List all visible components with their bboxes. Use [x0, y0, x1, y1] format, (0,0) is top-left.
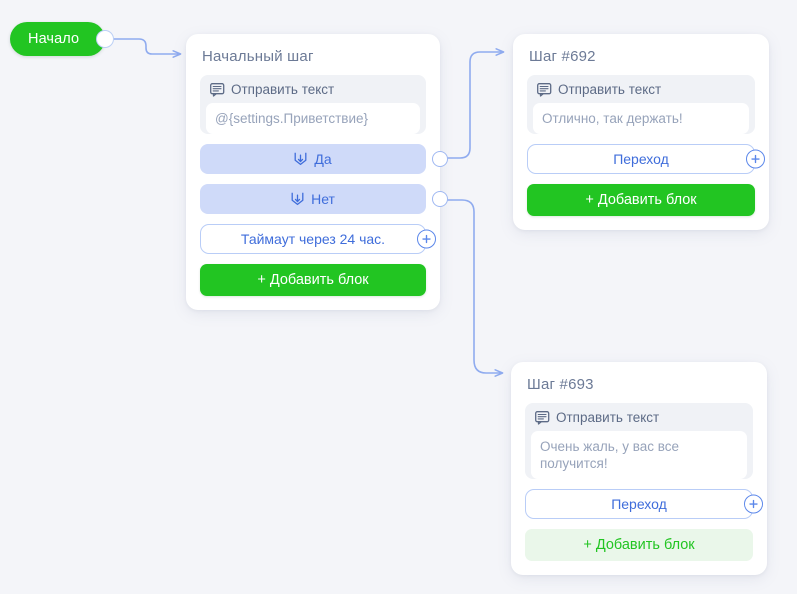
plus-circle-icon[interactable] [744, 494, 763, 514]
text-block-header: Отправить текст [200, 82, 426, 103]
text-block-header-label: Отправить текст [556, 410, 660, 425]
card-step-693[interactable]: Шаг #693 Отправить текст Очен [511, 362, 767, 575]
answer-label: Да [314, 151, 332, 167]
transition-button[interactable]: Переход [525, 489, 763, 519]
text-block: Отправить текст Отлично, так держать! [527, 75, 755, 134]
add-block-label: + Добавить блок [583, 537, 695, 553]
start-node[interactable]: Начало [10, 22, 114, 56]
timeout-label: Таймаут через 24 час. [240, 231, 386, 247]
message-text-field[interactable]: @{settings.Приветствие} [206, 103, 420, 134]
text-block: Отправить текст @{settings.Приветствие} [200, 75, 426, 134]
add-block-label: + Добавить блок [257, 272, 369, 288]
answer-net-port[interactable] [432, 191, 448, 207]
message-text-field[interactable]: Отлично, так держать! [533, 103, 749, 134]
input-arrow-icon [294, 152, 307, 166]
card-title: Начальный шаг [202, 48, 314, 65]
add-block-button[interactable]: + Добавить блок [527, 184, 755, 216]
timeout-button[interactable]: Таймаут через 24 час. [200, 224, 436, 254]
answer-button-da[interactable]: Да [200, 144, 448, 174]
card-title: Шаг #692 [529, 48, 596, 65]
transition-button[interactable]: Переход [527, 144, 765, 174]
plus-circle-icon[interactable] [746, 149, 765, 169]
add-block-button[interactable]: + Добавить блок [200, 264, 426, 296]
message-icon [537, 82, 552, 97]
transition-label: Переход [613, 151, 669, 167]
message-text-field[interactable]: Очень жаль, у вас все получится! [531, 431, 747, 479]
text-block-header-label: Отправить текст [231, 82, 335, 97]
answer-label: Нет [311, 191, 335, 207]
text-block-header: Отправить текст [525, 410, 753, 431]
answer-da-port[interactable] [432, 151, 448, 167]
card-start-step[interactable]: Начальный шаг Отправить текст [186, 34, 448, 310]
input-arrow-icon [291, 192, 304, 206]
add-block-label: + Добавить блок [585, 192, 697, 208]
text-block-header-label: Отправить текст [558, 82, 662, 97]
add-block-button[interactable]: + Добавить блок [525, 529, 753, 561]
card-title: Шаг #693 [527, 376, 594, 393]
card-step-692[interactable]: Шаг #692 Отправить текст Отли [513, 34, 769, 230]
message-icon [210, 82, 225, 97]
start-output-port[interactable] [97, 31, 114, 47]
transition-label: Переход [611, 496, 667, 512]
text-block-header: Отправить текст [527, 82, 755, 103]
plus-circle-icon[interactable] [417, 229, 436, 249]
answer-button-net[interactable]: Нет [200, 184, 448, 214]
start-node-label: Начало [28, 31, 80, 47]
text-block: Отправить текст Очень жаль, у вас все по… [525, 403, 753, 479]
message-icon [535, 410, 550, 425]
